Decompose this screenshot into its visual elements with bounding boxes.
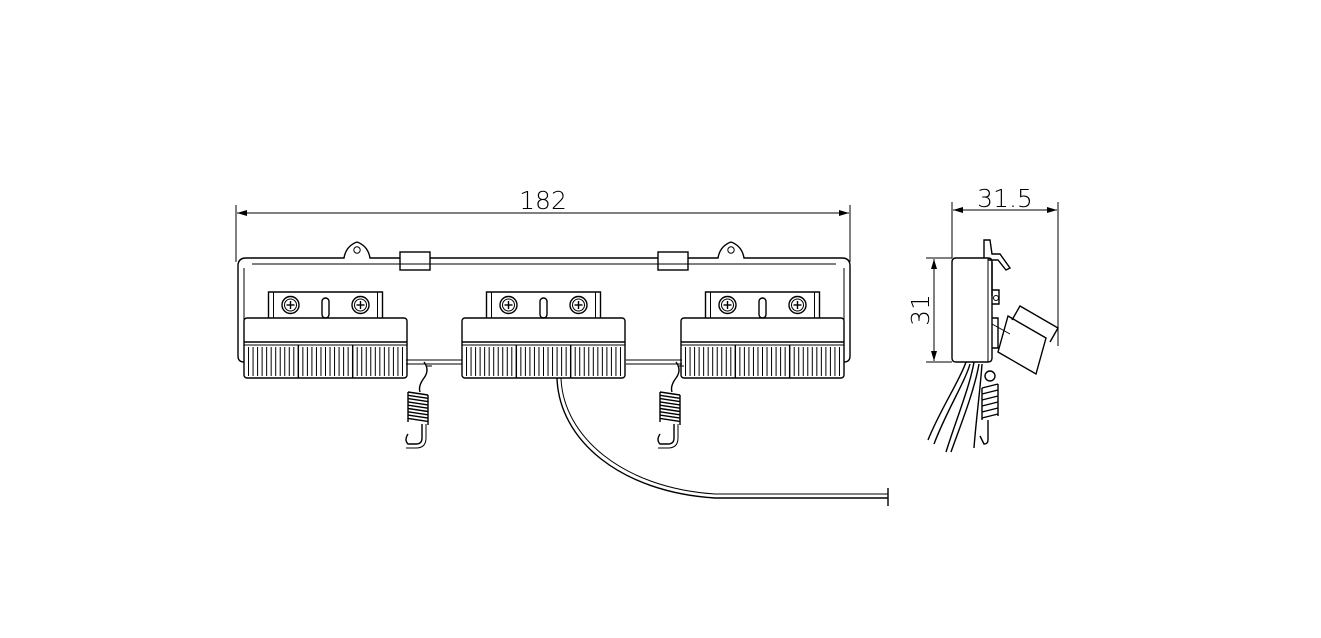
side-bracket: [991, 305, 1059, 376]
side-spring: [979, 370, 999, 445]
mount-hole-right: [727, 246, 735, 254]
screw-icon: [499, 295, 518, 315]
height-dimension-label: 31: [906, 294, 935, 326]
lamp-units: [243, 291, 845, 379]
adjust-slot: [539, 297, 548, 319]
front-view: 182: [235, 186, 889, 506]
width-dimension-label: 182: [519, 186, 567, 215]
tension-spring: [405, 361, 432, 449]
screw-icon: [569, 295, 588, 315]
depth-dimension: 31.5: [951, 184, 1059, 346]
side-lamp-body: [951, 257, 1000, 363]
side-view: 31.5 31: [906, 184, 1059, 453]
lamp-housing: [461, 317, 626, 379]
adjust-slot: [321, 297, 330, 319]
width-dimension: 182: [235, 186, 851, 262]
adjust-slot: [758, 297, 767, 319]
lamp-housing: [243, 317, 408, 379]
height-dimension: 31: [906, 257, 952, 363]
lamp-unit: [461, 291, 626, 379]
mounting-bracket: [237, 241, 851, 365]
screw-icon: [788, 295, 807, 315]
lamp-housing: [680, 317, 845, 379]
depth-dimension-label: 31.5: [977, 184, 1033, 213]
tension-spring: [657, 361, 684, 449]
power-cable: [556, 377, 888, 499]
mount-hole-left: [353, 246, 361, 254]
springs: [405, 361, 684, 449]
lamp-unit: [243, 291, 408, 379]
lens-ribs: [248, 345, 403, 378]
side-top-clip: [983, 239, 1012, 271]
lens-ribs: [466, 345, 621, 378]
side-wires: [927, 361, 983, 453]
screw-icon: [281, 295, 300, 315]
bracket-clip-right: [657, 251, 689, 271]
lamp-unit: [680, 291, 845, 379]
bracket-clip-left: [399, 251, 431, 271]
lens-ribs: [685, 345, 840, 378]
screw-icon: [718, 295, 737, 315]
screw-icon: [351, 295, 370, 315]
